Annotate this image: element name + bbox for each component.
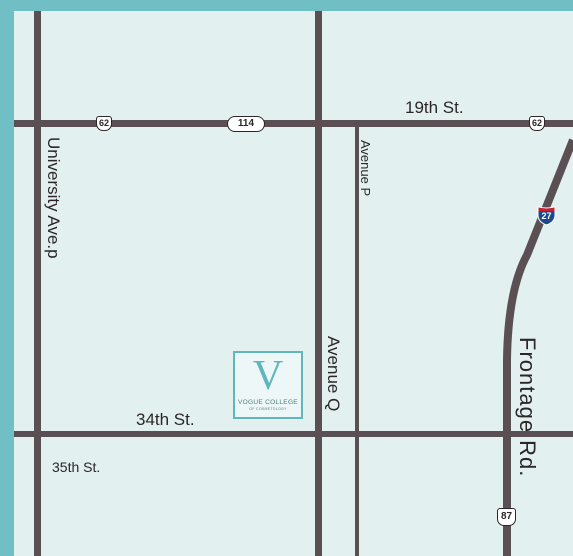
map-frame-left xyxy=(0,0,14,556)
state-114-shield-icon: 114 xyxy=(227,116,265,132)
road-34th-st xyxy=(14,431,573,437)
logo-letter: V xyxy=(252,353,284,399)
road-avenue-q xyxy=(315,11,322,556)
logo-subtitle: OF COSMETOLOGY xyxy=(249,407,287,411)
label-34th-st: 34th St. xyxy=(136,410,195,429)
interstate-27-shield-icon: 27 xyxy=(537,206,556,226)
label-35th-st: 35th St. xyxy=(52,459,101,475)
label-frontage-rd: Frontage Rd. xyxy=(515,337,540,478)
road-avenue-p xyxy=(355,127,359,556)
road-frontage-rd xyxy=(503,138,573,556)
label-avenue-p: Avenue P xyxy=(358,140,373,197)
us-62-shield-icon: 62 xyxy=(529,116,545,131)
road-19th-st xyxy=(14,120,573,127)
us-62-shield-icon: 62 xyxy=(96,116,112,131)
label-university-ave: University Ave.p xyxy=(44,137,63,259)
logo-name: VOGUE COLLEGE xyxy=(238,399,298,406)
road-university-ave xyxy=(34,11,41,556)
label-19th-st: 19th St. xyxy=(405,98,464,117)
label-avenue-q: Avenue Q xyxy=(324,336,343,412)
us-87-shield-icon: 87 xyxy=(497,508,516,526)
vogue-college-logo: V VOGUE COLLEGE OF COSMETOLOGY xyxy=(233,351,303,419)
map-frame-top xyxy=(0,0,573,11)
